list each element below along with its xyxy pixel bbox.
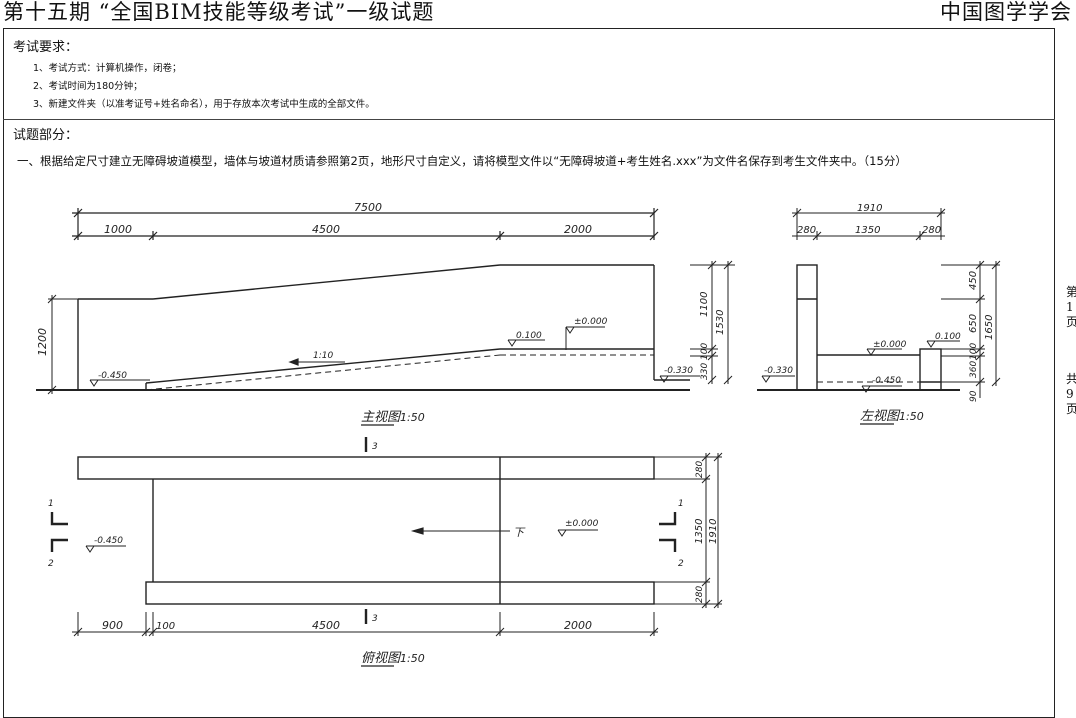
front-right-h1: 1100 — [699, 292, 710, 317]
front-dim-b: 4500 — [312, 223, 340, 236]
organization-name: 中国图学学会 — [940, 0, 1072, 24]
plan-level-markers — [85, 529, 598, 553]
page-total-label: 共9页 — [1066, 372, 1076, 416]
front-level-d: -0.330 — [664, 366, 693, 376]
front-dim-a: 1000 — [104, 223, 132, 236]
section-label-3-top: 3 — [372, 442, 378, 452]
front-view-title: 主视图 — [361, 410, 402, 425]
left-level-b: 0.100 — [935, 332, 961, 342]
requirements-heading: 考试要求： — [13, 40, 79, 55]
plan-dim-a: 900 — [102, 619, 123, 632]
front-view-scale: 1:50 — [400, 411, 425, 424]
front-slope-label: 1:10 — [313, 351, 333, 361]
front-right-h3: 100 — [700, 343, 710, 360]
requirement-item: 2、考试时间为180分钟； — [33, 81, 143, 92]
section-label-2-right: 2 — [678, 559, 684, 569]
section-divider — [3, 119, 1055, 120]
front-view-outline — [36, 264, 690, 391]
section-label-3-bottom: 3 — [372, 614, 378, 624]
left-view-title: 左视图 — [860, 409, 901, 424]
front-hidden-lines — [145, 354, 654, 391]
plan-level-a: ±0.000 — [565, 519, 599, 529]
left-h5: 90 — [969, 390, 979, 402]
front-right-dim — [690, 260, 735, 385]
page-number-label: 第1页 — [1066, 285, 1076, 329]
front-right-h4: 330 — [700, 363, 710, 380]
plan-h1: 280 — [695, 461, 705, 478]
plan-h3: 280 — [695, 586, 705, 603]
left-view-scale: 1:50 — [899, 410, 924, 423]
front-level-b: ±0.000 — [574, 317, 608, 327]
plan-down-label: 下 — [513, 526, 526, 539]
plan-dim-c: 4500 — [312, 619, 340, 632]
plan-dim-d: 2000 — [564, 619, 592, 632]
plan-view-outline — [77, 456, 655, 605]
front-level-markers — [89, 326, 700, 387]
front-dim-total: 7500 — [354, 201, 382, 214]
left-dim-b: 1350 — [855, 225, 880, 236]
plan-dim-b: 100 — [156, 621, 175, 632]
left-h3: 100 — [969, 343, 979, 360]
section-marks — [50, 437, 677, 624]
question-1-text: 一、根据给定尺寸建立无障碍坡道模型，墙体与坡道材质请参照第2页，地形尺寸自定义，… — [17, 154, 907, 168]
left-level-markers — [761, 340, 960, 393]
left-h4: 360 — [969, 361, 979, 378]
section-label-1-right: 1 — [678, 499, 684, 509]
left-view-dims — [792, 208, 946, 241]
left-dim-a: 280 — [797, 225, 816, 236]
left-h1: 450 — [968, 271, 979, 290]
front-right-h2: 1530 — [715, 310, 726, 335]
plan-level-b: -0.450 — [94, 536, 123, 546]
section-label-2-left: 2 — [48, 559, 54, 569]
left-view-outline — [757, 264, 960, 391]
left-h2: 650 — [968, 314, 979, 333]
plan-view-title: 俯视图 — [361, 650, 402, 666]
section-label-1-left: 1 — [48, 499, 54, 509]
plan-h-total: 1910 — [708, 519, 719, 544]
plan-view-scale: 1:50 — [400, 652, 425, 665]
front-level-c: -0.450 — [98, 371, 127, 381]
requirement-item: 3、新建文件夹（以准考证号+姓名命名），用于存放本次考试中生成的全部文件。 — [33, 99, 375, 110]
technical-drawing: 7500 1000 4500 2000 1200 1100 1530 100 3… — [36, 201, 1001, 667]
left-level-d: -0.330 — [764, 366, 793, 376]
left-dim-total: 1910 — [857, 203, 882, 214]
left-level-c: -0.450 — [872, 376, 901, 386]
front-dim-c: 2000 — [564, 223, 592, 236]
plan-hdims — [72, 612, 659, 637]
left-level-a: ±0.000 — [873, 340, 907, 350]
requirement-item: 1、考试方式：计算机操作，闭卷； — [33, 63, 182, 74]
front-dim-lines — [72, 208, 659, 241]
exam-title: 第十五期 “全国BIM技能等级考试”一级试题 — [3, 0, 435, 24]
plan-h2: 1350 — [694, 519, 705, 544]
front-left-height: 1200 — [36, 328, 49, 356]
questions-heading: 试题部分： — [13, 128, 79, 143]
front-level-a: 0.100 — [516, 331, 542, 341]
front-left-dim — [47, 294, 78, 395]
plan-vdims — [654, 452, 723, 609]
left-dim-c: 280 — [922, 225, 941, 236]
left-h-total: 1650 — [984, 315, 995, 340]
left-view-vdims — [941, 260, 1001, 398]
